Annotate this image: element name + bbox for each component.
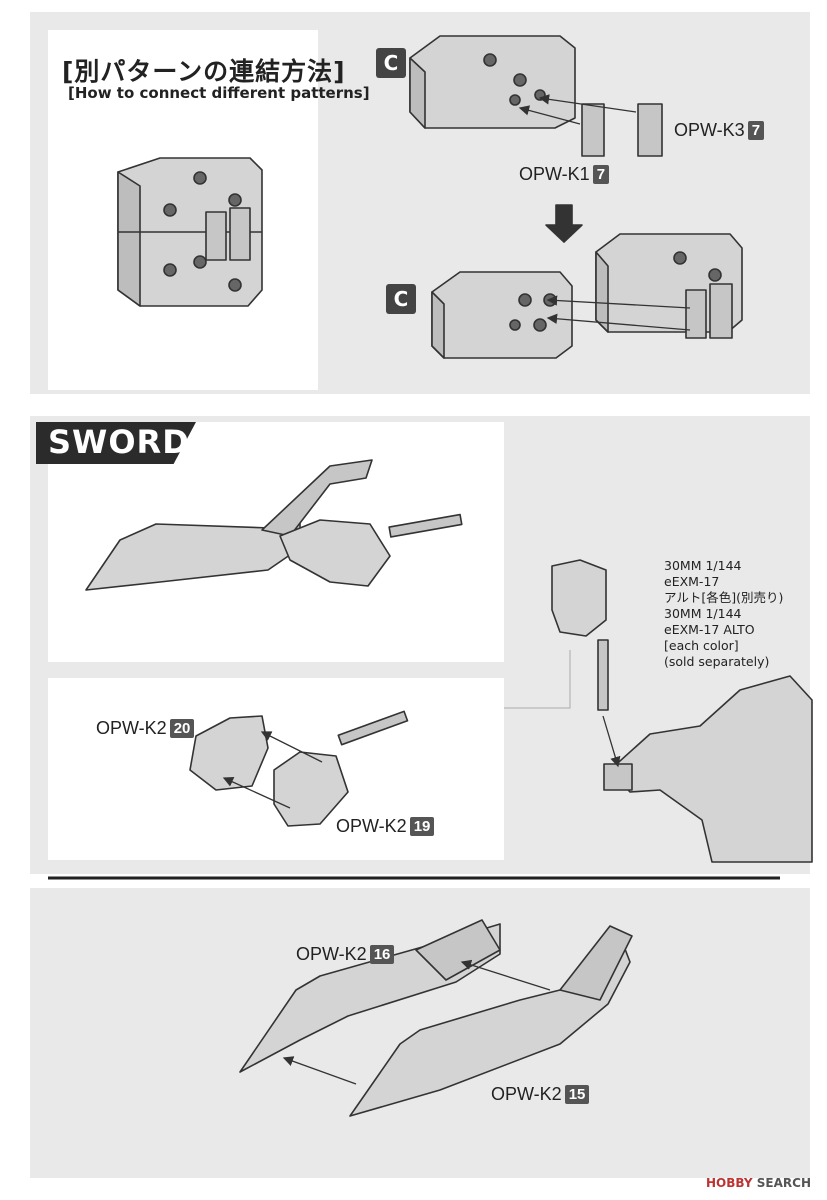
- ref-line: [each color]: [664, 638, 739, 653]
- ref-line: 30MM 1/144: [664, 606, 742, 621]
- arrow-blade-b: [282, 1056, 357, 1085]
- handle-part-illustration: [551, 559, 609, 711]
- arrow-result-b: [546, 313, 691, 331]
- blade-lower-illustration: [349, 925, 633, 1117]
- part-code: OPW-K2: [96, 718, 167, 738]
- part-number: 7: [747, 121, 765, 140]
- sword-preview-illustration: [85, 459, 463, 591]
- part-number: 7: [592, 165, 610, 184]
- sword-tag-label: SWORD: [48, 423, 190, 461]
- part-code: OPW-K2: [336, 816, 407, 836]
- figure-illustration: [603, 675, 813, 863]
- badge-c-bottom: C: [386, 284, 416, 314]
- blade-upper-illustration: [239, 919, 501, 1073]
- arrow-k3: [538, 94, 637, 113]
- part-number: 15: [564, 1085, 590, 1104]
- part-code: OPW-K3: [674, 120, 745, 140]
- ref-line: アルト[各色](別売り): [664, 590, 784, 605]
- sword-tag-bg: [36, 422, 196, 464]
- arrow-handle: [602, 715, 621, 768]
- box-c-bottom-illustration: [431, 271, 573, 359]
- watermark-brand: HOBBY: [706, 1176, 753, 1190]
- figure-reference-note: 30MM 1/144 eEXM-17 アルト[各色](別売り) 30MM 1/1…: [664, 558, 783, 670]
- arrow-blade-a: [460, 959, 551, 991]
- part-number: 16: [369, 945, 395, 964]
- part-code: OPW-K2: [491, 1084, 562, 1104]
- watermark-suffix: SEARCH: [756, 1176, 811, 1190]
- ref-line: (sold separately): [664, 654, 770, 669]
- arrow-k1: [518, 105, 581, 125]
- box-c-result-illustration: [595, 233, 743, 339]
- sword-assembly-illustration: [189, 710, 409, 827]
- part-code: OPW-K1: [519, 164, 590, 184]
- part-number: 19: [409, 817, 435, 836]
- arrow-assembly-b: [222, 777, 291, 809]
- ref-line: eEXM-17 ALTO: [664, 622, 755, 637]
- callout-line: [504, 650, 571, 709]
- part-code: OPW-K2: [296, 944, 367, 964]
- title-en: [How to connect different patterns]: [68, 84, 370, 102]
- title-jp: [別パターンの連結方法]: [62, 57, 346, 86]
- ref-line: 30MM 1/144: [664, 558, 742, 573]
- connected-box-illustration: [117, 157, 263, 307]
- watermark: HOBBY SEARCH: [706, 1176, 811, 1190]
- box-c-top-illustration: [409, 35, 663, 157]
- down-arrow-icon: [545, 204, 583, 243]
- arrow-assembly-a: [260, 731, 323, 763]
- badge-c-top: C: [376, 48, 406, 78]
- part-number: 20: [169, 719, 195, 738]
- ref-line: eEXM-17: [664, 574, 720, 589]
- arrow-result-a: [546, 295, 691, 309]
